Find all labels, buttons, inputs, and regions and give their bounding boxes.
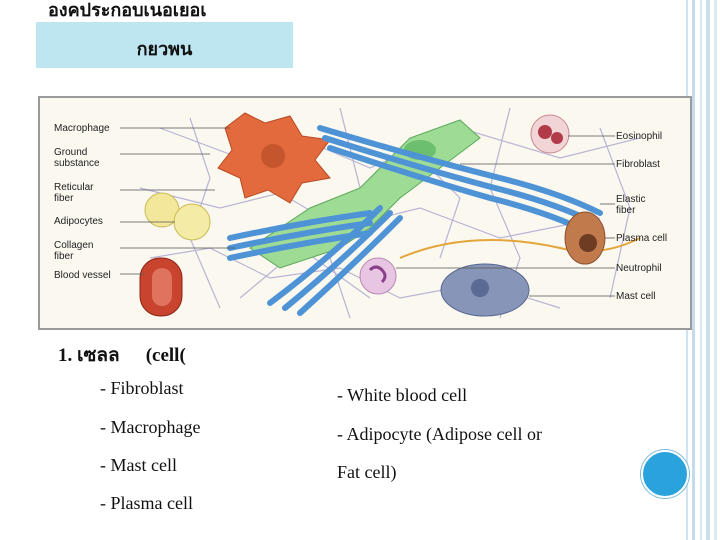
label-macrophage: Macrophage xyxy=(54,123,110,134)
heading-english: (cell( xyxy=(145,345,186,366)
label-collagen: Collagen xyxy=(54,240,94,251)
bullet-adipocyte: - Adipocyte (Adipose cell or xyxy=(337,424,542,444)
label-mast-cell: Mast cell xyxy=(616,291,656,302)
slide-title-line2: กยวพน xyxy=(136,39,193,59)
decor-stripe xyxy=(714,0,717,540)
label-elastic: Elastic xyxy=(616,194,646,205)
label-neutrophil: Neutrophil xyxy=(616,263,662,274)
title-box: กยวพน xyxy=(36,22,293,68)
bullet-plasma-cell: - Plasma cell xyxy=(100,493,193,513)
label-elastic-fiber: fiber xyxy=(616,205,636,216)
label-reticular: Reticular xyxy=(54,182,94,193)
decor-stripe xyxy=(700,0,702,540)
decor-stripe xyxy=(692,0,695,540)
bullet-mast-cell: - Mast cell xyxy=(100,455,177,475)
label-eosinophil: Eosinophil xyxy=(616,131,663,142)
slide-title: องคประกอบเนอเยอเ xyxy=(48,0,207,20)
section-heading: 1. เซลล (cell( xyxy=(58,340,186,370)
label-ground: Ground xyxy=(54,147,88,158)
bullet-macrophage: - Macrophage xyxy=(100,417,201,437)
label-substance: substance xyxy=(54,158,100,169)
tissue-illustration xyxy=(120,107,641,319)
label-fibroblast: Fibroblast xyxy=(616,159,660,170)
heading-number: 1. เซลล xyxy=(58,345,120,366)
label-collagen-fiber: fiber xyxy=(54,251,74,262)
bullet-fibroblast: - Fibroblast xyxy=(100,378,184,398)
label-plasma-cell: Plasma cell xyxy=(616,233,668,244)
label-blood-vessel: Blood vessel xyxy=(54,270,111,281)
decor-circle xyxy=(641,450,689,498)
bullet-white-blood-cell: - White blood cell xyxy=(337,385,468,405)
label-reticular-fiber: fiber xyxy=(54,193,74,204)
bullet-fat-cell: Fat cell) xyxy=(337,462,397,482)
decor-stripe xyxy=(706,0,710,540)
label-adipocytes: Adipocytes xyxy=(54,216,103,227)
connective-tissue-figure: Macrophage Ground substance Reticular fi… xyxy=(38,96,692,330)
